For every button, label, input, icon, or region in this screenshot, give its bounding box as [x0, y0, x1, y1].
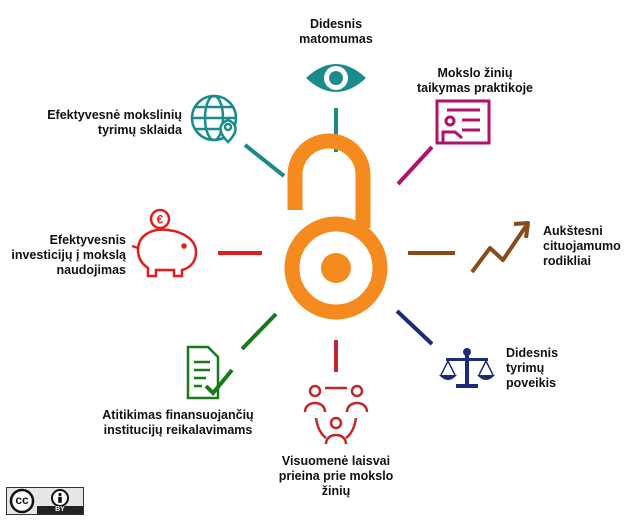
globe-pin-icon [190, 94, 238, 144]
label-compliance: Atitikimas finansuojančių institucijų re… [102, 408, 254, 437]
label-investment: Efektyvesnis investicijų į mokslą naudoj… [11, 233, 126, 277]
connector-compliance [240, 312, 278, 351]
label-visibility: Didesnis matomumas [299, 17, 373, 46]
euro-symbol: € [157, 213, 164, 227]
trend-up-icon [470, 221, 530, 274]
eye-icon [306, 64, 366, 92]
label-dissemination: Efektyvesnė mokslinių tyrimų sklaida [47, 108, 182, 137]
document-check-icon [186, 345, 234, 400]
piggy-bank-icon [131, 208, 198, 278]
cc-by-license-badge: cc BY [6, 487, 84, 515]
scales-icon [439, 348, 495, 388]
connector-practice [396, 145, 434, 186]
open-access-lock-icon [284, 133, 388, 320]
by-label: BY [55, 506, 65, 513]
label-public: Visuomenė laisvai prieina prie mokslo ži… [278, 454, 394, 498]
connector-impact [395, 309, 434, 346]
label-impact: Didesnis tyrimų poveikis [506, 346, 559, 390]
community-icon [303, 384, 369, 445]
presentation-board-icon [435, 99, 491, 145]
connector-dissemination [243, 143, 286, 178]
label-practice: Mokslo žinių taikymas praktikoje [416, 66, 534, 95]
label-citation: Aukštesni cituojamumo rodikliai [543, 224, 621, 268]
cc-icon: cc [15, 493, 29, 507]
